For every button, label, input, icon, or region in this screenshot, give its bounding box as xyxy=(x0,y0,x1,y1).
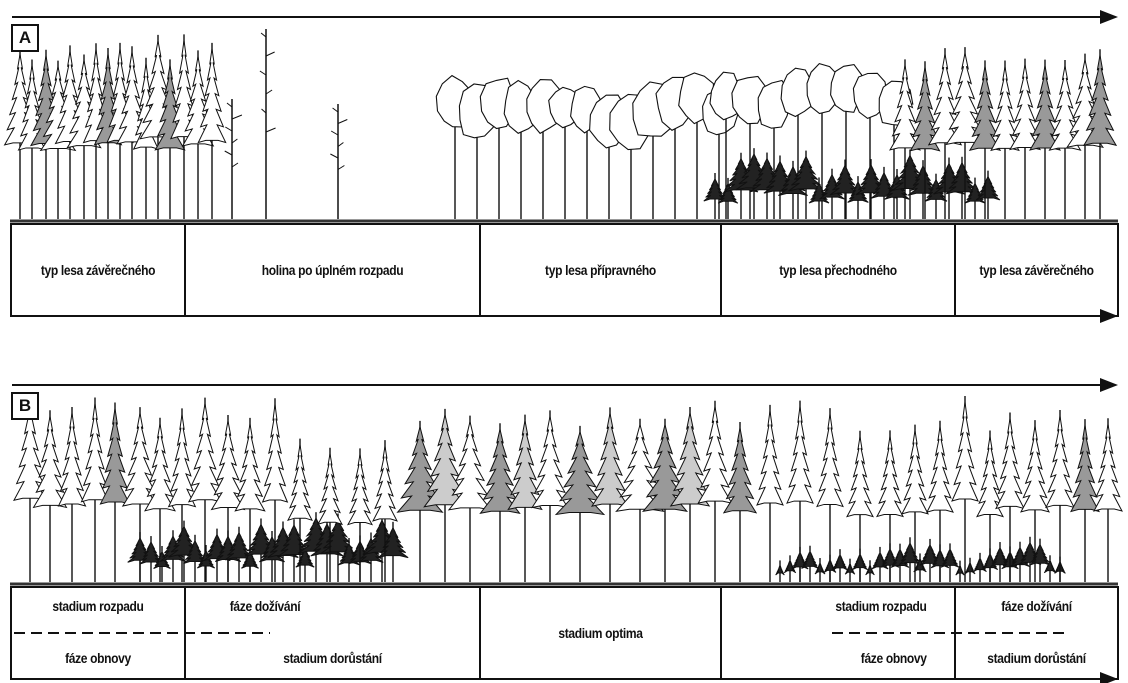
conifer-tree xyxy=(844,558,856,582)
panel-a-drawing xyxy=(3,10,1119,323)
conifer-tree xyxy=(554,425,606,582)
conifer-tree xyxy=(139,536,163,582)
conifer-tree xyxy=(924,173,948,219)
stage-cell-b4-bottom: fáze obnovy xyxy=(860,650,927,666)
panel-b-label: B xyxy=(11,392,39,420)
stage-cell-a4: typ lesa přechodného xyxy=(779,262,897,278)
stage-cell-b4-top: stadium rozpadu xyxy=(835,598,927,614)
conifer-tree xyxy=(1093,418,1123,582)
conifer-tree xyxy=(1082,49,1118,219)
conifer-tree xyxy=(975,170,1001,219)
conifer-tree xyxy=(955,560,965,582)
conifer-tree xyxy=(183,534,207,582)
conifer-tree xyxy=(1070,419,1100,582)
stage-table-b xyxy=(10,586,1119,680)
conifer-tree xyxy=(1043,555,1057,582)
conifer-tree xyxy=(669,406,711,582)
conifer-tree xyxy=(99,402,131,582)
conifer-tree xyxy=(783,555,797,582)
conifer-tree xyxy=(930,544,950,582)
conifer-tree xyxy=(1029,59,1061,219)
conifer-tree xyxy=(703,172,727,219)
conifer-tree xyxy=(829,159,861,219)
conifer-tree xyxy=(346,448,374,582)
conifer-tree xyxy=(590,407,630,582)
panel-b: B stadium rozpadu fáze obnovy fáze dožív… xyxy=(0,368,1128,683)
forest-illustration-a xyxy=(3,29,1118,219)
conifer-tree xyxy=(801,545,819,582)
conifer-tree xyxy=(116,46,148,219)
conifer-tree xyxy=(940,543,960,582)
panel-b-drawing xyxy=(10,378,1123,683)
forest-illustration-b xyxy=(13,394,1123,582)
conifer-tree xyxy=(722,421,758,582)
conifer-tree xyxy=(951,396,979,582)
stage-cell-b3: stadium optima xyxy=(558,625,643,641)
conifer-tree xyxy=(1020,420,1050,582)
stage-cell-b5-bottom: stadium dorůstání xyxy=(987,650,1086,666)
conifer-tree xyxy=(981,548,999,582)
dead-tree xyxy=(259,29,276,219)
stage-table-a xyxy=(10,223,1119,317)
stage-cell-b1-bottom: fáze obnovy xyxy=(65,650,131,666)
arrowhead-bottom-b xyxy=(1100,672,1118,683)
conifer-tree xyxy=(907,160,939,219)
conifer-tree xyxy=(814,558,826,582)
stage-cell-a1: typ lesa závěrečného xyxy=(40,262,156,278)
conifer-tree xyxy=(832,549,848,582)
conifer-tree xyxy=(865,560,875,582)
conifer-tree xyxy=(1009,58,1041,219)
conifer-tree xyxy=(57,407,87,582)
conifer-tree xyxy=(990,60,1020,219)
conifer-tree xyxy=(697,400,733,582)
stage-cell-b2-bottom: stadium dorůstání xyxy=(283,650,382,666)
panel-a: A typ lesa závěrečného holina po úplném … xyxy=(0,0,1128,330)
stage-cell-a2: holina po úplném rozpadu xyxy=(261,262,404,278)
conifer-tree xyxy=(851,548,869,582)
arrowhead-top-b xyxy=(1100,378,1118,392)
panel-a-label: A xyxy=(11,24,39,52)
arrowhead-bottom-a xyxy=(1100,309,1118,323)
conifer-tree xyxy=(287,438,313,582)
conifer-tree xyxy=(277,519,311,582)
conifer-tree xyxy=(423,408,467,582)
stage-cell-b1-top: stadium rozpadu xyxy=(52,598,144,614)
conifer-tree xyxy=(1029,538,1051,582)
conifer-tree xyxy=(816,408,844,582)
conifer-tree xyxy=(990,542,1010,582)
conifer-tree xyxy=(224,526,254,582)
arrowhead-top-a xyxy=(1100,10,1118,24)
conifer-tree xyxy=(447,415,493,582)
conifer-tree xyxy=(889,59,921,219)
conifer-tree xyxy=(197,42,227,219)
conifer-tree xyxy=(372,440,398,582)
conifer-tree xyxy=(788,150,824,219)
conifer-tree xyxy=(80,397,110,582)
conifer-tree xyxy=(871,546,889,582)
conifer-tree xyxy=(756,404,784,582)
conifer-tree xyxy=(32,410,68,582)
conifer-tree xyxy=(507,414,543,582)
conifer-tree xyxy=(316,447,344,582)
conifer-tree xyxy=(479,423,521,582)
conifer-tree xyxy=(968,60,1002,219)
conifer-tree xyxy=(964,557,976,582)
conifer-tree xyxy=(945,47,985,219)
conifer-tree xyxy=(775,560,785,582)
broadleaf-tree xyxy=(780,67,816,219)
conifer-tree xyxy=(995,412,1025,582)
conifer-tree xyxy=(187,397,223,582)
conifer-tree xyxy=(1045,410,1075,582)
stage-cell-a5: typ lesa závěrečného xyxy=(979,262,1094,278)
conifer-tree xyxy=(13,394,47,582)
dead-tree xyxy=(224,99,243,219)
stage-cell-b5-top: fáze dožívání xyxy=(1001,598,1072,614)
conifer-tree xyxy=(791,546,809,582)
stage-cell-b2-top: fáze dožívání xyxy=(229,598,301,614)
conifer-tree xyxy=(320,513,356,582)
conifer-tree xyxy=(898,537,922,582)
stage-cell-a3: typ lesa přípravného xyxy=(545,262,656,278)
conifer-tree xyxy=(531,410,569,582)
dead-tree xyxy=(330,104,348,219)
